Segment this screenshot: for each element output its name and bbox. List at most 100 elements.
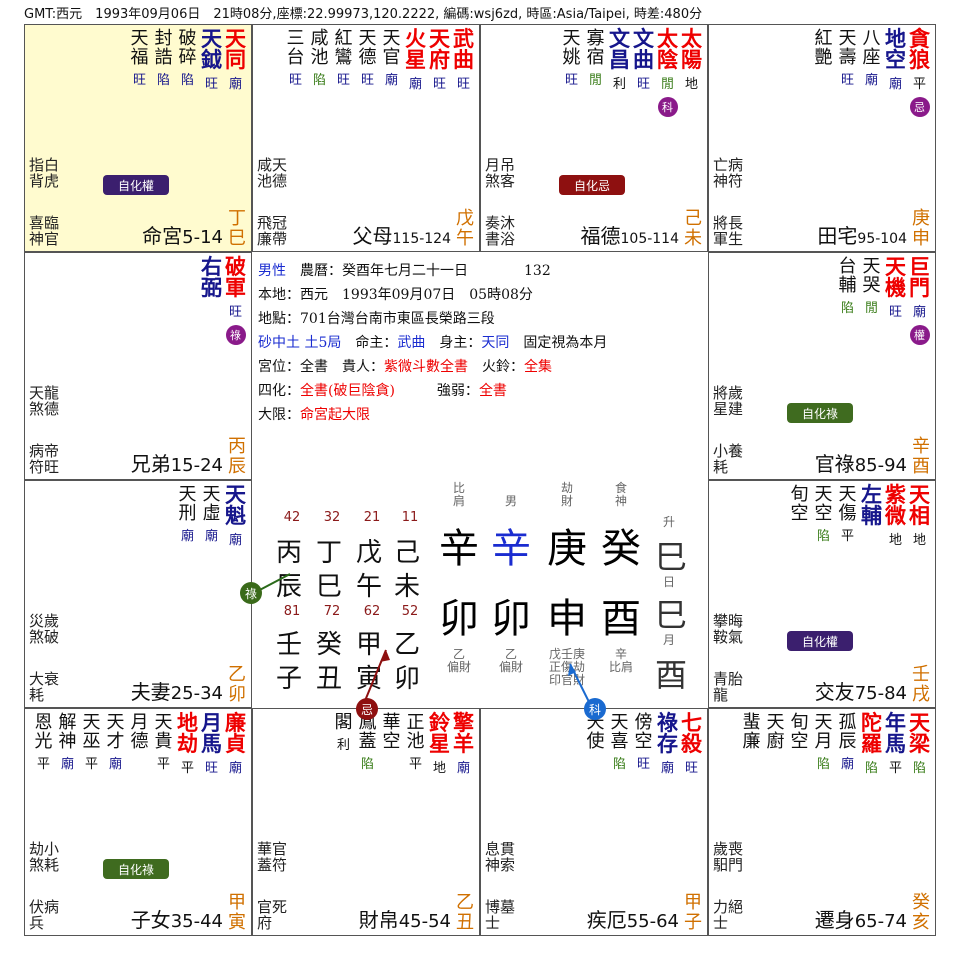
ganzhi-char: 亥 (912, 912, 930, 933)
palace-yin[interactable]: 廉貞廟月馬旺地劫平天貴平月德天才廟天巫平解神廟恩光平劫小煞耗伏病兵自化祿子女35… (24, 708, 252, 936)
ganzhi-char: 午 (456, 228, 474, 249)
star-brightness: 旺 (456, 77, 470, 92)
palace-ganzhi: 甲子 (683, 893, 703, 933)
misc-star: 官死 (257, 898, 288, 916)
star: 傍空旺 (632, 713, 655, 779)
star-list: 天梁陷年馬平陀羅陷孤辰廟天月陷旬空天廚蜚廉 (740, 713, 931, 779)
star-brightness: 廟 (60, 757, 74, 772)
star: 天壽旺 (836, 29, 859, 117)
misc-star: 奏沐 (485, 214, 516, 232)
star-brightness: 平 (840, 529, 854, 544)
star-name: 擎羊 (453, 711, 474, 756)
palace-title: 遷身 (814, 908, 855, 932)
star-name: 文昌 (609, 27, 630, 72)
ji-circle: 忌 (356, 698, 378, 720)
star-name: 傍空 (634, 712, 653, 752)
star-brightness: 旺 (204, 77, 218, 92)
misc-stars-1: 華官蓋符 (257, 841, 287, 873)
palace-title: 命宮 (142, 224, 183, 248)
dayun-zhi: 未 (394, 572, 421, 602)
info-line: 四化：全書(破巨陰貪) 強弱：全書 (258, 380, 507, 400)
star-list: 貪狼平忌地空廟八座廟天壽旺紅艷 (812, 29, 931, 117)
misc-stars-2: 官死府 (257, 899, 287, 931)
star-name: 天姚 (562, 28, 581, 68)
palace-title: 官祿 (814, 452, 855, 476)
palace-range: 15-24 (170, 455, 223, 476)
misc-star: 廉帶 (257, 230, 288, 248)
star-list: 七殺旺祿存廟傍空旺天喜陷天使 (584, 713, 703, 779)
star-brightness: 旺 (636, 757, 650, 772)
star: 寡宿閒 (584, 29, 607, 117)
star-name: 天虛 (202, 484, 221, 524)
misc-stars-2: 青胎龍 (713, 671, 743, 703)
misc-star: 博墓 (485, 898, 516, 916)
star-name: 天喜 (610, 712, 629, 752)
dayun-gan: 丁 (316, 538, 343, 568)
misc-star: 青胎 (713, 670, 744, 688)
info-text: 宮位：全書 貴人： (258, 359, 384, 375)
star-list: 天魁廟天虛廟天刑廟 (176, 485, 247, 551)
star-name: 天才 (106, 712, 125, 752)
star: 天鉞旺 (200, 29, 223, 95)
palace-title: 兄弟 (130, 452, 171, 476)
ganzhi-char: 丑 (456, 912, 474, 933)
star-name: 武曲 (453, 27, 474, 72)
pillar-hidden-stem: 乙偏財 (446, 647, 471, 674)
pillar-zhi: 酉 (601, 596, 641, 642)
star: 擎羊廟 (452, 713, 475, 779)
star: 旬空 (788, 713, 811, 779)
palace-name: 夫妻25-34 (131, 676, 223, 705)
star-brightness: 旺 (288, 73, 302, 88)
self-transform-badge: 自化忌 (559, 175, 625, 195)
misc-star: 煞破 (29, 628, 60, 646)
star-brightness: 閒 (864, 301, 878, 316)
star-name: 華空 (382, 712, 401, 752)
misc-star: 力絕 (713, 898, 744, 916)
info-line: 地點：701台灣台南市東區長榮路三段 (258, 308, 495, 328)
dayun-age: 72 (323, 604, 341, 619)
info-text: 火鈴： (468, 359, 524, 375)
star: 天魁廟 (224, 485, 247, 551)
star-name: 閣 (334, 712, 353, 733)
lu-circle: 祿 (240, 582, 262, 604)
palace-title: 交友 (814, 680, 855, 704)
misc-stars-2: 病帝符旺 (29, 443, 59, 475)
misc-stars-1: 息貫神索 (485, 841, 515, 873)
palace-wu[interactable]: 武曲旺天府旺火星廟天官廟天德旺紅鸞旺咸池陷三台旺咸天池德飛冠廉帶父母115-12… (252, 24, 480, 252)
dayun-age: 32 (323, 510, 341, 525)
misc-star: 亡病 (713, 156, 744, 174)
star-name: 巨門 (909, 255, 930, 300)
dayun-age: 11 (401, 510, 419, 525)
palace-range: 85-94 (854, 455, 907, 476)
palace-ganzhi: 癸亥 (911, 893, 931, 933)
star-name: 恩光 (34, 712, 53, 752)
dayun-gan: 己 (394, 538, 421, 568)
palace-ganzhi: 乙卯 (227, 665, 247, 705)
misc-star: 書浴 (485, 230, 516, 248)
dayun-gan: 甲 (356, 630, 383, 660)
dayun-age: 42 (283, 510, 301, 525)
palace-name: 疾厄55-64 (587, 904, 679, 933)
misc-star: 士 (485, 914, 501, 932)
star: 台輔陷 (836, 257, 859, 345)
palace-title: 田宅 (817, 224, 858, 248)
star: 八座廟 (860, 29, 883, 117)
star-brightness: 地 (432, 761, 446, 776)
star: 閣利 (332, 713, 355, 779)
dayun-zhi: 辰 (276, 572, 303, 602)
palace-ganzhi: 乙丑 (455, 893, 475, 933)
star: 天機旺 (884, 257, 907, 345)
star-brightness: 陷 (912, 761, 926, 776)
star-name: 月馬 (201, 711, 222, 756)
star-name: 旬空 (790, 484, 809, 524)
